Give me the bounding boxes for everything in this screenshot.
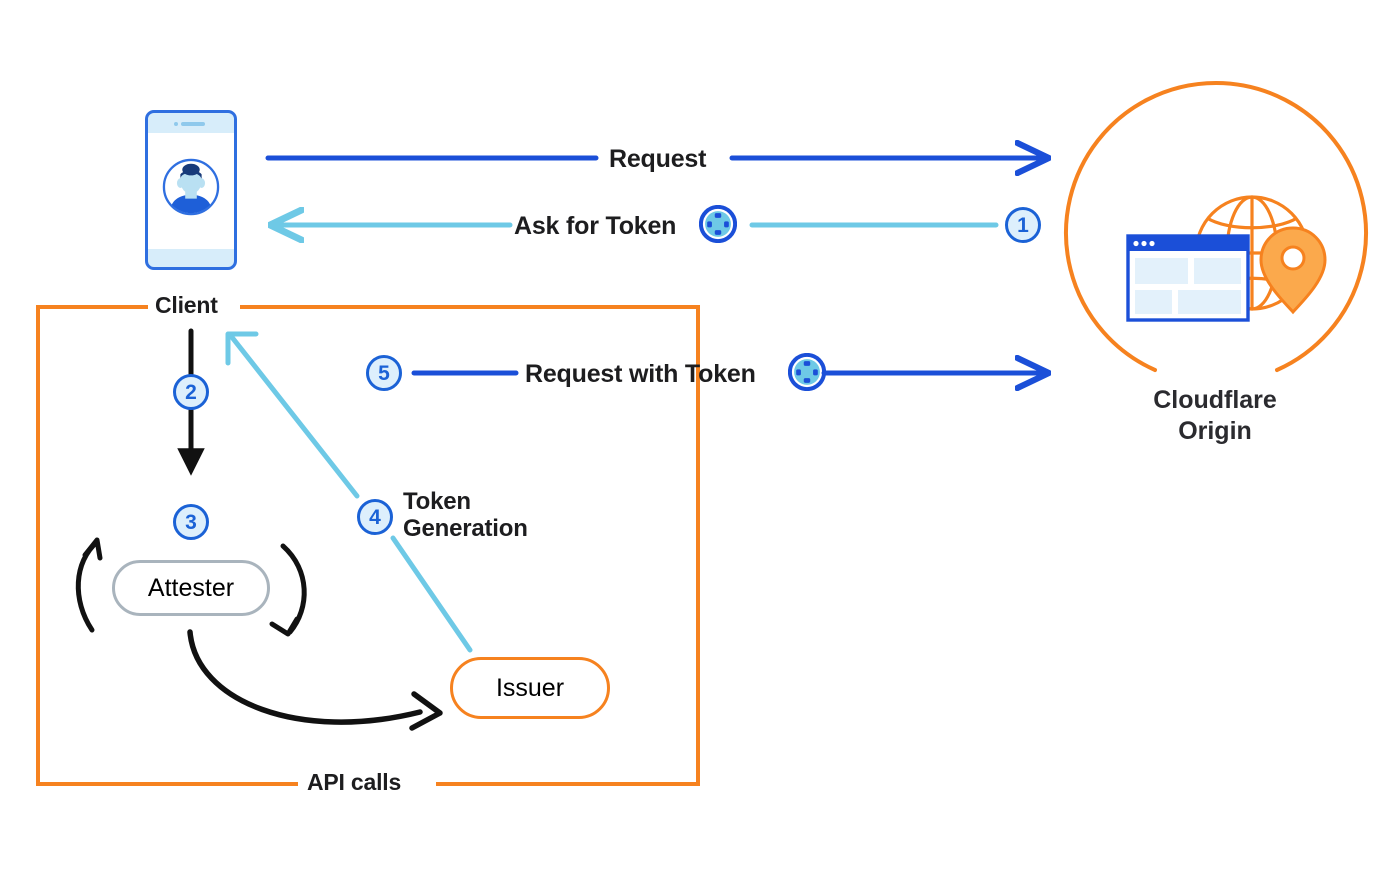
- mobile-phone-icon: [145, 110, 237, 270]
- token-generation-label: Token Generation: [403, 488, 593, 543]
- user-avatar-icon: [162, 158, 220, 216]
- token-icon: [699, 205, 737, 243]
- node-origin-label-line-1: Cloudflare: [1153, 386, 1277, 414]
- step-badge-4: 4: [357, 499, 393, 535]
- browser-window-icon: [1126, 234, 1250, 322]
- node-attester-label: Attester: [147, 573, 235, 602]
- node-issuer[interactable]: Issuer: [450, 657, 610, 719]
- location-pin-icon: [1259, 226, 1327, 315]
- step-badge-3: 3: [173, 504, 209, 540]
- flow-label-request: Request: [609, 145, 707, 173]
- node-origin-label: Cloudflare Origin: [1095, 385, 1335, 446]
- token-generation-line-1: Token: [403, 488, 471, 515]
- step-badge-5: 5: [366, 355, 402, 391]
- groupbox-bottom-label: API calls: [307, 769, 402, 795]
- node-issuer-label: Issuer: [495, 673, 565, 702]
- globe-icon: [1194, 195, 1310, 311]
- phone-speaker: [174, 122, 208, 126]
- token-generation-line-2: Generation: [403, 514, 528, 542]
- groupbox-bottom-label-gap: [298, 775, 436, 793]
- token-icon: [788, 353, 826, 391]
- flow-label-ask-for-token: Ask for Token: [514, 212, 677, 240]
- flow-label-request-with-token: Request with Token: [525, 360, 756, 388]
- groupbox-top-label-gap: [148, 297, 240, 315]
- groupbox-top-label: Client: [155, 292, 218, 318]
- step-badge-1: 1: [1005, 207, 1041, 243]
- node-attester[interactable]: Attester: [112, 560, 270, 616]
- node-origin-label-line-2: Origin: [1178, 416, 1252, 445]
- step-badge-2: 2: [173, 374, 209, 410]
- cloudflare-origin-arc: [1064, 81, 1368, 372]
